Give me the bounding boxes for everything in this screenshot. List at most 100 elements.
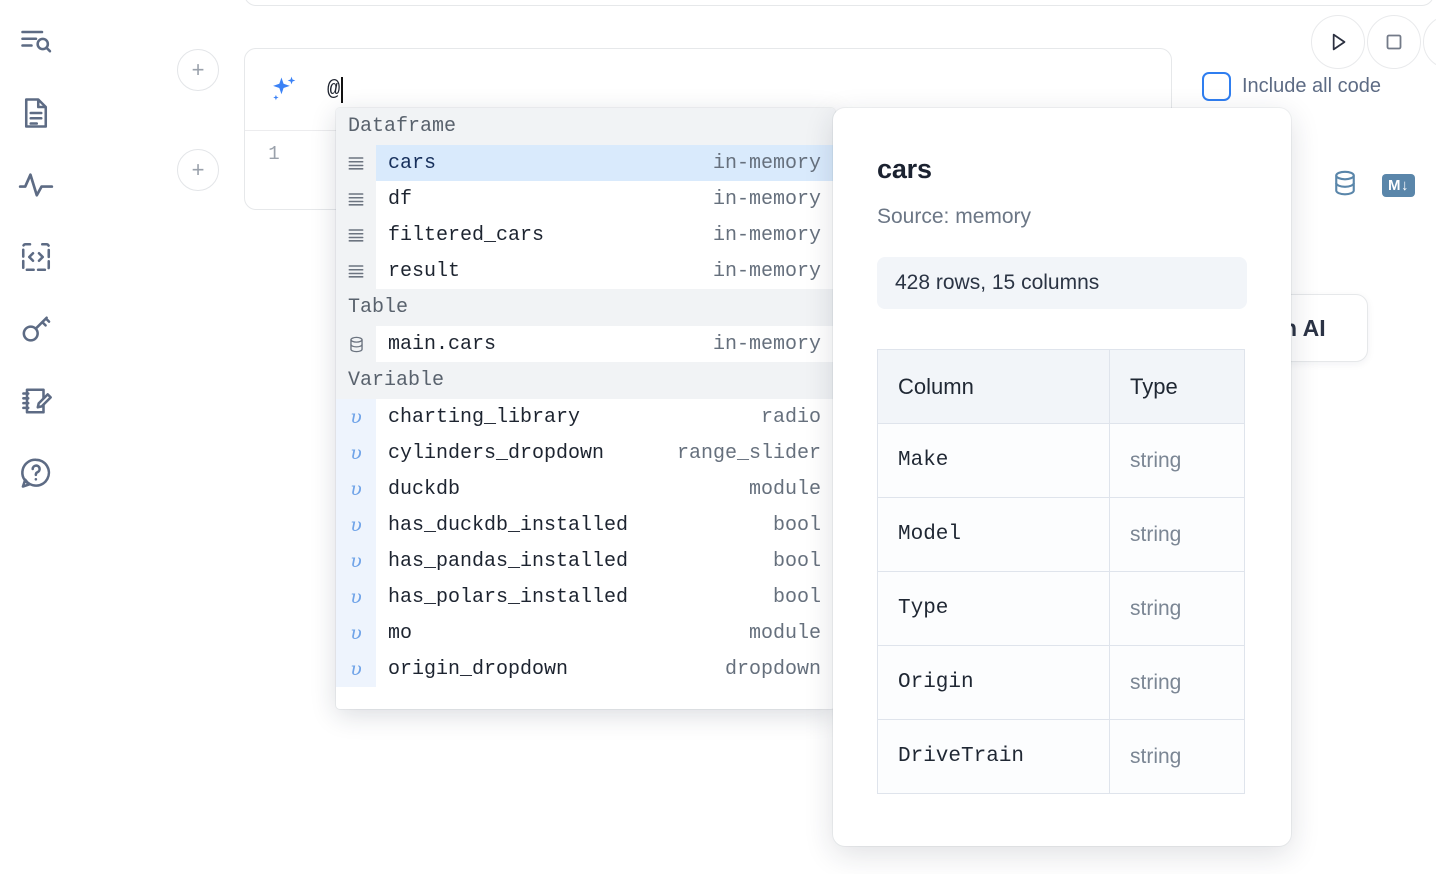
notebook-pencil-icon[interactable] bbox=[14, 378, 58, 424]
variable-icon: υ bbox=[336, 579, 376, 615]
autocomplete-item-name: has_polars_installed bbox=[388, 585, 629, 609]
autocomplete-item[interactable]: df in-memory bbox=[336, 181, 835, 217]
autocomplete-item-name: duckdb bbox=[388, 477, 461, 501]
schema-column-name: Origin bbox=[877, 645, 1110, 720]
completion-detail-panel: cars Source: memory 428 rows, 15 columns… bbox=[833, 108, 1291, 846]
file-text-icon[interactable] bbox=[14, 90, 58, 136]
database-icon[interactable] bbox=[1330, 168, 1360, 203]
line-number: 1 bbox=[268, 143, 280, 165]
variable-icon: υ bbox=[336, 399, 376, 435]
variable-icon: υ bbox=[336, 507, 376, 543]
autocomplete-item-type: in-memory bbox=[712, 259, 821, 283]
add-cell-button-top[interactable]: + bbox=[177, 49, 219, 91]
detail-title: cars bbox=[877, 154, 932, 184]
autocomplete-item-name: filtered_cars bbox=[388, 223, 545, 247]
schema-column-type: string bbox=[1109, 423, 1245, 498]
key-icon[interactable] bbox=[14, 306, 58, 352]
autocomplete-item-name: charting_library bbox=[388, 405, 581, 429]
autocomplete-item-type: in-memory bbox=[712, 223, 821, 247]
schema-column-type: string bbox=[1109, 571, 1245, 646]
dataframe-icon bbox=[336, 181, 376, 217]
autocomplete-item-type: bool bbox=[772, 585, 821, 609]
code-brackets-icon[interactable] bbox=[14, 234, 58, 280]
schema-column-name: Model bbox=[877, 497, 1110, 572]
schema-column-type: string bbox=[1109, 719, 1245, 794]
activity-icon[interactable] bbox=[14, 162, 58, 208]
autocomplete-item[interactable]: υ has_polars_installed bool bbox=[336, 579, 835, 615]
autocomplete-item-name: result bbox=[388, 259, 461, 283]
autocomplete-item[interactable]: υ charting_library radio bbox=[336, 399, 835, 435]
autocomplete-item-type: in-memory bbox=[712, 151, 821, 175]
include-all-code-row[interactable]: Include all code bbox=[1202, 72, 1381, 101]
schema-column-type: string bbox=[1109, 497, 1245, 572]
add-cell-button-bottom[interactable]: + bbox=[177, 149, 219, 191]
autocomplete-item[interactable]: filtered_cars in-memory bbox=[336, 217, 835, 253]
autocomplete-item-type: in-memory bbox=[712, 332, 821, 356]
autocomplete-item[interactable]: υ has_pandas_installed bool bbox=[336, 543, 835, 579]
autocomplete-group-header: Dataframe bbox=[336, 108, 835, 145]
autocomplete-item[interactable]: υ has_duckdb_installed bool bbox=[336, 507, 835, 543]
variable-icon: υ bbox=[336, 471, 376, 507]
previous-cell bbox=[244, 0, 1434, 6]
autocomplete-item[interactable]: result in-memory bbox=[336, 253, 835, 289]
variable-icon: υ bbox=[336, 651, 376, 687]
autocomplete-item-type: dropdown bbox=[724, 657, 821, 681]
schema-column-name: Type bbox=[877, 571, 1110, 646]
include-all-code-checkbox[interactable] bbox=[1202, 72, 1231, 101]
autocomplete-group-header: Table bbox=[336, 289, 835, 326]
autocomplete-item-type: module bbox=[748, 477, 821, 501]
run-cell-button[interactable] bbox=[1311, 15, 1365, 69]
ai-prompt-input[interactable]: @ bbox=[327, 76, 344, 103]
autocomplete-item-name: origin_dropdown bbox=[388, 657, 569, 681]
variable-icon: υ bbox=[336, 435, 376, 471]
autocomplete-item-type: bool bbox=[772, 549, 821, 573]
autocomplete-item-name: mo bbox=[388, 621, 413, 645]
autocomplete-item-type: bool bbox=[772, 513, 821, 537]
autocomplete-item-type: module bbox=[748, 621, 821, 645]
detail-source: Source: memory bbox=[877, 205, 1032, 228]
text-caret bbox=[341, 76, 344, 103]
ai-prompt-value: @ bbox=[327, 77, 341, 102]
database-icon bbox=[336, 326, 376, 362]
include-all-code-label: Include all code bbox=[1242, 75, 1381, 97]
autocomplete-item[interactable]: υ origin_dropdown dropdown bbox=[336, 651, 835, 687]
stop-cell-button[interactable] bbox=[1367, 15, 1421, 69]
autocomplete-item-name: has_duckdb_installed bbox=[388, 513, 629, 537]
autocomplete-group-header: Variable bbox=[336, 362, 835, 399]
autocomplete-item-name: cars bbox=[388, 151, 437, 175]
autocomplete-item-name: has_pandas_installed bbox=[388, 549, 629, 573]
variable-icon: υ bbox=[336, 615, 376, 651]
table-column-header: Column bbox=[877, 349, 1110, 424]
schema-column-type: string bbox=[1109, 645, 1245, 720]
schema-column-name: Make bbox=[877, 423, 1110, 498]
schema-column-name: DriveTrain bbox=[877, 719, 1110, 794]
detail-shape: 428 rows, 15 columns bbox=[877, 257, 1247, 309]
more-actions-button[interactable] bbox=[1423, 15, 1436, 69]
autocomplete-item[interactable]: cars in-memory bbox=[336, 145, 835, 181]
help-chat-icon[interactable] bbox=[14, 450, 58, 496]
dataframe-icon bbox=[336, 145, 376, 181]
variable-icon: υ bbox=[336, 543, 376, 579]
outline-search-icon[interactable] bbox=[14, 18, 58, 64]
code-editor-row[interactable]: 1 bbox=[245, 131, 1171, 209]
dataframe-icon bbox=[336, 217, 376, 253]
autocomplete-item-name: df bbox=[388, 187, 413, 211]
left-sidebar bbox=[0, 0, 72, 874]
autocomplete-item-type: radio bbox=[760, 405, 821, 429]
markdown-badge[interactable]: M↓ bbox=[1382, 174, 1415, 197]
autocomplete-item-type: in-memory bbox=[712, 187, 821, 211]
table-column-header: Type bbox=[1109, 349, 1245, 424]
dataframe-icon bbox=[336, 253, 376, 289]
